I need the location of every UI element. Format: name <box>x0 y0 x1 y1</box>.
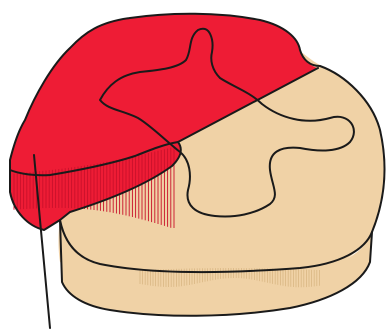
spinal-cord-section-diagram <box>0 0 387 336</box>
diagram-canvas <box>0 0 387 336</box>
